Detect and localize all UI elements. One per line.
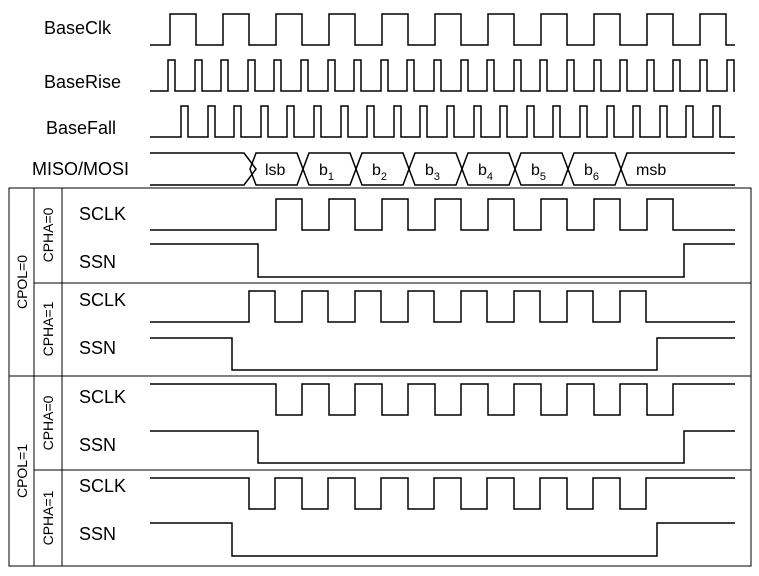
mode2-cpha-label: CPHA=0 [40, 395, 56, 450]
baseclk-wave [150, 13, 735, 46]
basefall-wave [150, 105, 735, 138]
cpol1-label: CPOL=1 [14, 444, 30, 498]
mode2-ssn-wave [150, 430, 735, 464]
bus-bit-label: b6 [584, 162, 599, 183]
mode3-cpha-label: CPHA=1 [40, 490, 56, 545]
bus-bit-labels: lsb b1 b2 b3 b4 b5 b6 msb [265, 162, 666, 183]
mode0-ssn-label: SSN [79, 252, 116, 272]
mode3-sclk-label: SCLK [79, 476, 126, 496]
bus-bit-label: msb [636, 162, 666, 179]
bus-bit-cell [620, 152, 735, 186]
baserise-wave [150, 59, 735, 92]
mode3-ssn-label: SSN [79, 524, 116, 544]
bus-waveform [150, 152, 735, 186]
bus-label: MISO/MOSI [32, 159, 129, 179]
mode1-sclk-wave [150, 290, 735, 323]
bus-bit-label: b1 [319, 162, 334, 183]
bus-bit-label: b2 [372, 162, 387, 183]
baseclk-label: BaseClk [44, 18, 112, 38]
cpol0-label: CPOL=0 [14, 255, 30, 309]
bus-bit-label: b5 [531, 162, 546, 183]
bus-bit-label: lsb [265, 162, 286, 179]
mode0-ssn-wave [150, 243, 735, 278]
mode1-sclk-label: SCLK [79, 290, 126, 310]
mode1-ssn-wave [150, 337, 735, 371]
basefall-label: BaseFall [46, 118, 116, 138]
bus-bit-label: b3 [425, 162, 440, 183]
bus-bit-label: b4 [478, 162, 493, 183]
mode3-ssn-wave [150, 522, 735, 557]
mode0-sclk-wave [150, 198, 735, 231]
mode1-cpha-label: CPHA=1 [40, 301, 56, 356]
mode3-sclk-wave [150, 477, 735, 510]
baserise-label: BaseRise [44, 72, 121, 92]
cpol1-frame [8, 375, 752, 567]
mode2-sclk-label: SCLK [79, 387, 126, 407]
mode0-sclk-label: SCLK [79, 204, 126, 224]
mode0-cpha-label: CPHA=0 [40, 207, 56, 262]
bus-idle [150, 152, 257, 186]
mode1-ssn-label: SSN [79, 338, 116, 358]
mode2-sclk-wave [150, 383, 735, 416]
mode2-ssn-label: SSN [79, 435, 116, 455]
